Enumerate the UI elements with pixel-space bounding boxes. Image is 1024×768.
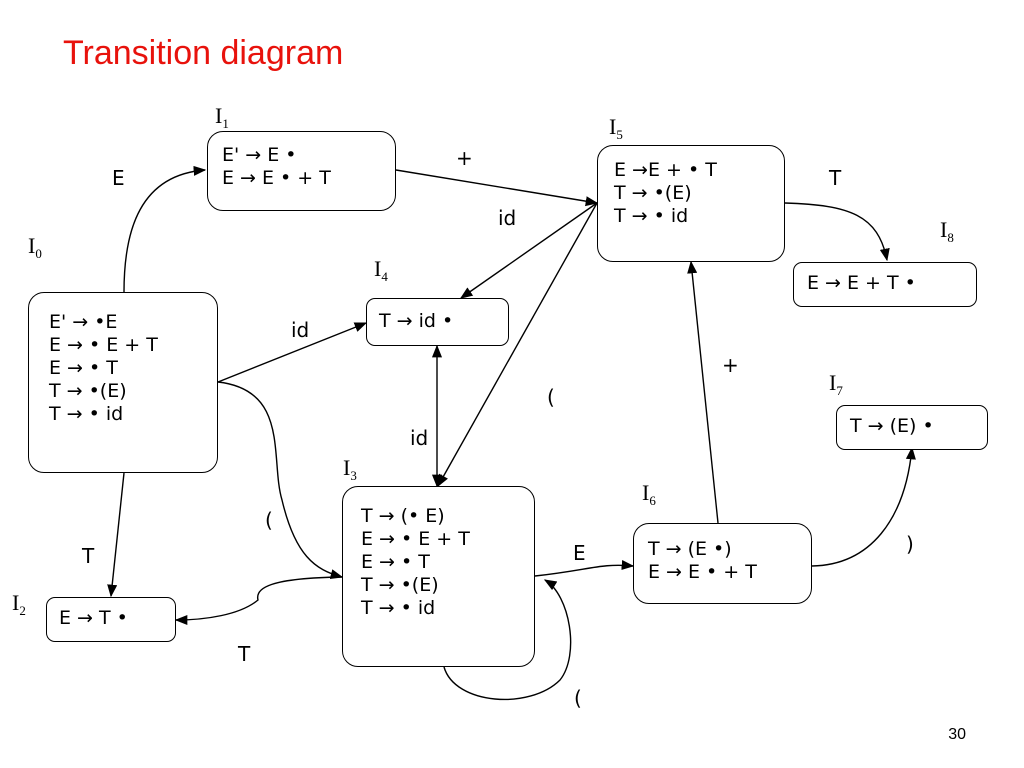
state-I0: E' → •E E → • E + T E → • T T → •(E) T →… — [28, 292, 218, 473]
item: E → • E + T — [361, 528, 470, 550]
edge-label-I5-I3: ( — [547, 385, 555, 409]
item: T → (E) • — [850, 415, 934, 437]
edge-I3-I6 — [534, 559, 635, 577]
state-label-I8: I8 — [940, 217, 954, 245]
item: E → E • + T — [648, 561, 757, 583]
edge-I6-I7 — [811, 446, 916, 567]
state-I3: T → (• E) E → • E + T E → • T T → •(E) T… — [342, 486, 535, 667]
edge-I0-I1 — [123, 165, 207, 293]
edge-label-I0-I4: id — [291, 318, 310, 342]
item: T → • id — [614, 205, 689, 227]
edge-I5-I4 — [459, 202, 598, 299]
item: T → (• E) — [361, 505, 445, 527]
state-I4: T → id • — [366, 298, 509, 346]
edge-label-I5-I4: id — [498, 206, 517, 230]
item: T → •(E) — [361, 574, 439, 596]
state-I6: T → (E •) E → E • + T — [633, 523, 812, 604]
page-number: 30 — [948, 726, 966, 743]
state-label-I4: I4 — [374, 256, 388, 284]
state-I2: E → T • — [46, 597, 176, 642]
edge-label-I0-I3: ( — [265, 508, 273, 532]
edge-label-I6-I7: ) — [906, 532, 914, 556]
state-I5: E →E + • T T → •(E) T → • id — [597, 145, 785, 262]
slide-title: Transition diagram — [63, 34, 344, 72]
edge-I0-I2 — [107, 472, 125, 598]
item: E' → •E — [49, 311, 118, 333]
edge-I1-I5 — [395, 169, 599, 207]
state-label-I7: I7 — [829, 370, 843, 398]
state-I8: E → E + T • — [793, 262, 977, 307]
state-I1: E' → E • E → E • + T — [207, 131, 396, 211]
state-label-I5: I5 — [609, 114, 623, 142]
state-label-I2: I2 — [12, 590, 26, 618]
edge-label-I5-I8: T — [829, 166, 842, 190]
item: T → • id — [361, 597, 436, 619]
edge-label-I0-I1: E — [112, 166, 125, 190]
item: E → • T — [361, 551, 430, 573]
state-label-I6: I6 — [642, 480, 656, 508]
state-label-I0: I0 — [28, 233, 42, 261]
item: E → E • + T — [222, 167, 331, 189]
edge-I0-I3 — [217, 381, 344, 580]
edge-I5-I8 — [784, 202, 890, 262]
edge-label-I3-I6: E — [573, 541, 586, 565]
item: T → (E •) — [648, 538, 732, 560]
edge-label-I0-I2: T — [82, 544, 95, 568]
edge-I3-I2 — [174, 576, 343, 626]
edge-label-I3-I2: T — [238, 642, 251, 666]
edge-label-I4-I3: id — [410, 426, 429, 450]
item: E → E + T • — [807, 272, 916, 294]
edge-label-I1-I5: + — [456, 146, 473, 170]
item: E →E + • T — [614, 159, 717, 181]
item: T → •(E) — [49, 380, 127, 402]
edge-label-I6-I5: + — [722, 353, 739, 377]
item: E' → E • — [222, 144, 297, 166]
edge-label-I3-I3: ( — [574, 686, 582, 710]
state-I7: T → (E) • — [836, 405, 988, 450]
edge-I6-I5 — [687, 260, 719, 524]
item: T → •(E) — [614, 182, 692, 204]
state-label-I3: I3 — [343, 455, 357, 483]
state-label-I1: I1 — [215, 103, 229, 131]
item: E → • E + T — [49, 334, 158, 356]
item: T → id • — [379, 310, 454, 332]
item: E → • T — [49, 357, 118, 379]
item: E → T • — [59, 607, 128, 629]
item: T → • id — [49, 403, 124, 425]
